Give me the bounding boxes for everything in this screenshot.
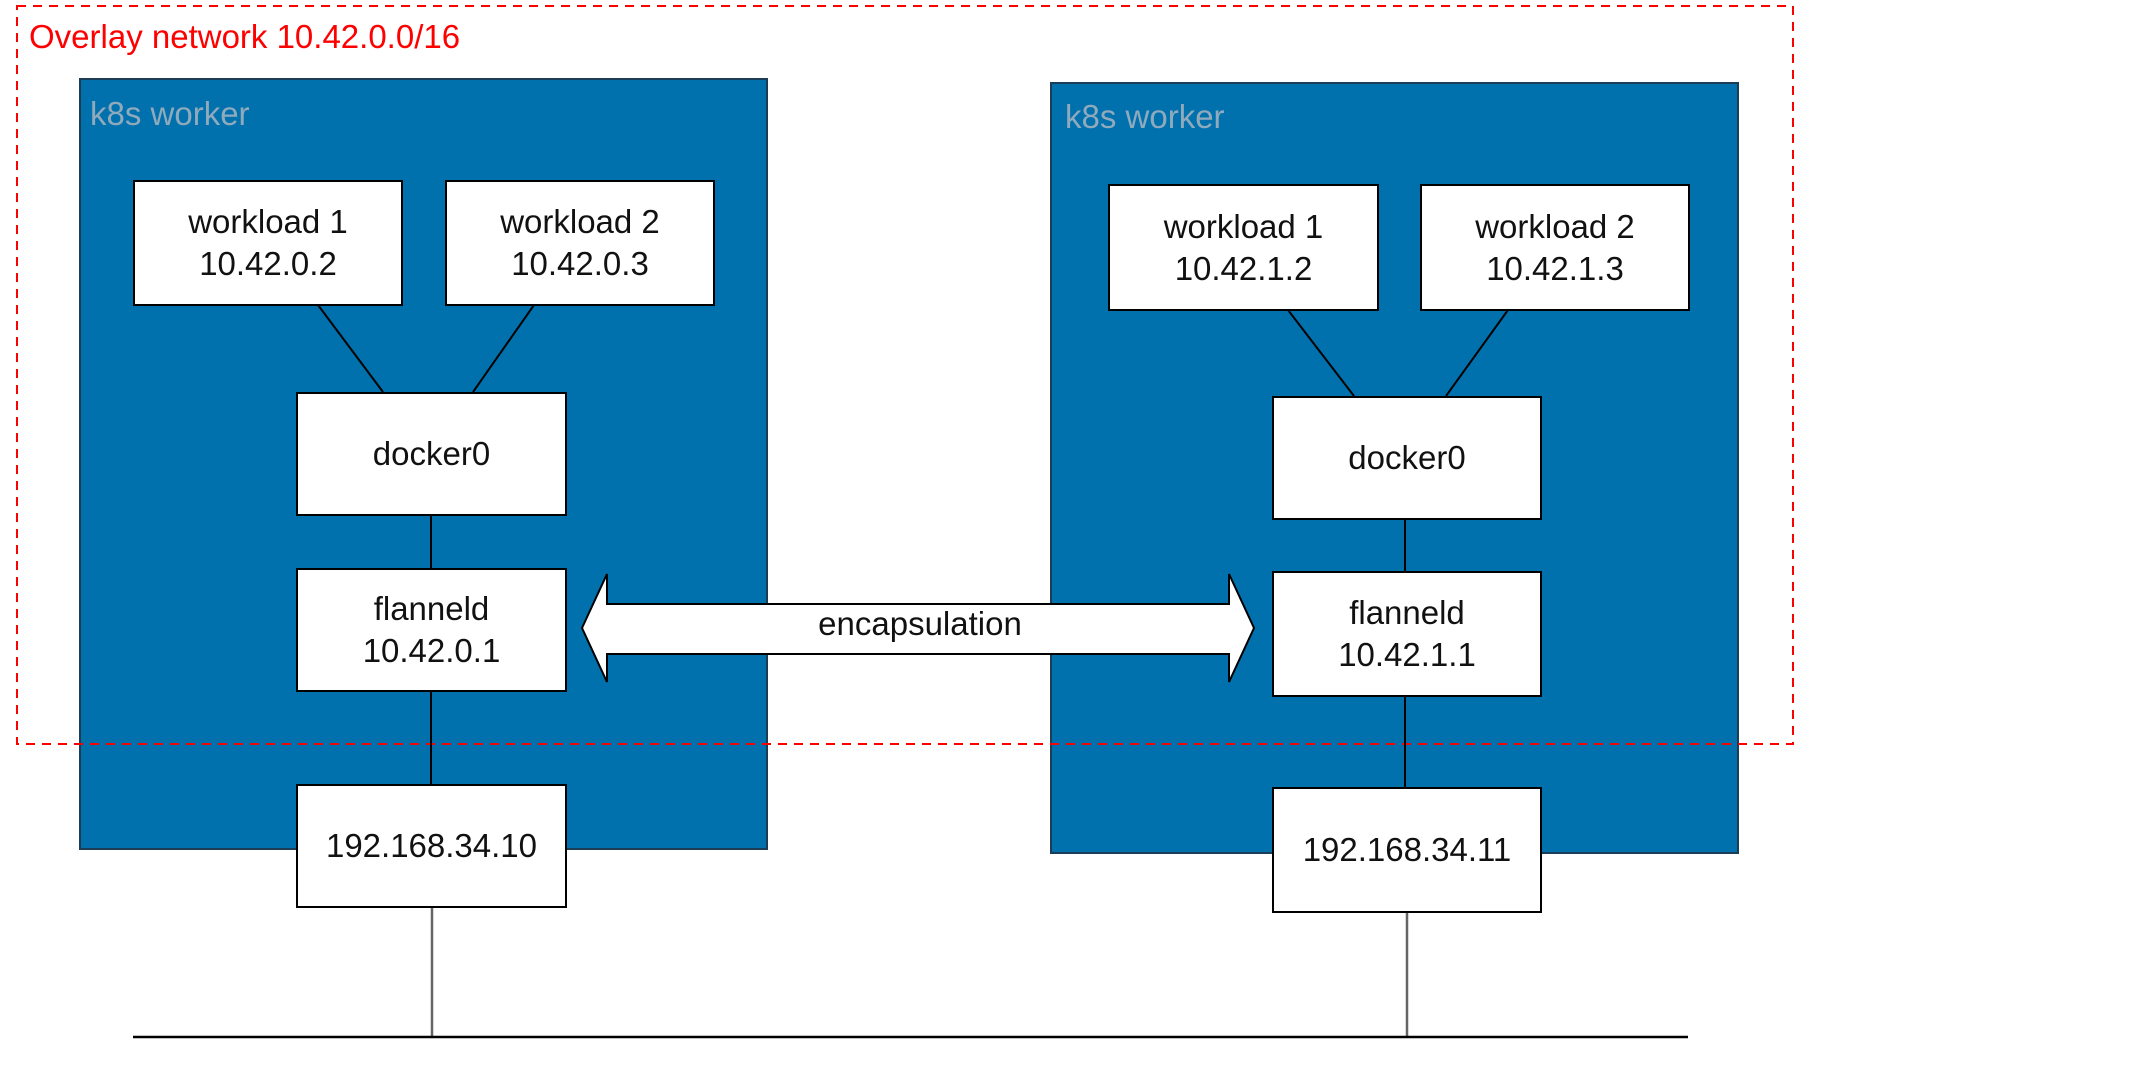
workload-name: workload 1 — [188, 203, 348, 241]
overlay-network-boundary — [16, 5, 1794, 745]
flanneld-box-w1[interactable]: flanneld 10.42.0.1 — [296, 568, 567, 692]
host-ip-box-w2[interactable]: 192.168.34.11 — [1272, 787, 1542, 913]
flanneld-ip: 10.42.1.1 — [1338, 636, 1476, 673]
workload-name: workload 2 — [500, 203, 660, 241]
host-ip-box-w1[interactable]: 192.168.34.10 — [296, 784, 567, 908]
connector-workload1-docker0-w1 — [317, 304, 384, 393]
flanneld-name: flanneld — [1349, 594, 1465, 632]
worker-label-2: k8s worker — [1065, 98, 1225, 135]
worker-label-1: k8s worker — [90, 95, 250, 132]
host-ip-label: 192.168.34.10 — [325, 827, 538, 865]
connector-workload2-docker0-w2 — [1445, 309, 1509, 397]
workload-ip: 10.42.1.2 — [1174, 249, 1313, 287]
workload-2-box-w1[interactable]: workload 2 10.42.0.3 — [445, 180, 715, 306]
flanneld-name: flanneld — [373, 590, 490, 628]
flanneld-ip: 10.42.0.1 — [362, 632, 501, 669]
workload-name: workload 1 — [1163, 207, 1324, 245]
docker0-box-w2[interactable]: docker0 — [1272, 396, 1542, 520]
docker0-label: docker0 — [1348, 439, 1466, 477]
host-ip-label: 192.168.34.11 — [1302, 831, 1512, 869]
workload-ip: 10.42.1.3 — [1486, 249, 1624, 287]
workload-name: workload 2 — [1475, 207, 1635, 245]
workload-ip: 10.42.0.2 — [199, 245, 337, 282]
workload-1-box-w1[interactable]: workload 1 10.42.0.2 — [133, 180, 403, 306]
encapsulation-label: encapsulation — [818, 605, 1022, 642]
overlay-network-label: Overlay network 10.42.0.0/16 — [29, 18, 461, 55]
workload-1-box-w2[interactable]: workload 1 10.42.1.2 — [1108, 184, 1379, 311]
docker0-label: docker0 — [372, 435, 491, 473]
connector-workload2-docker0-w1 — [472, 304, 535, 393]
docker0-box-w1[interactable]: docker0 — [296, 392, 567, 516]
connector-workload1-docker0-w2 — [1287, 309, 1355, 397]
workload-ip: 10.42.0.3 — [511, 245, 649, 282]
encapsulation-arrow — [580, 573, 1256, 683]
flanneld-box-w2[interactable]: flanneld 10.42.1.1 — [1272, 571, 1542, 697]
workload-2-box-w2[interactable]: workload 2 10.42.1.3 — [1420, 184, 1690, 311]
